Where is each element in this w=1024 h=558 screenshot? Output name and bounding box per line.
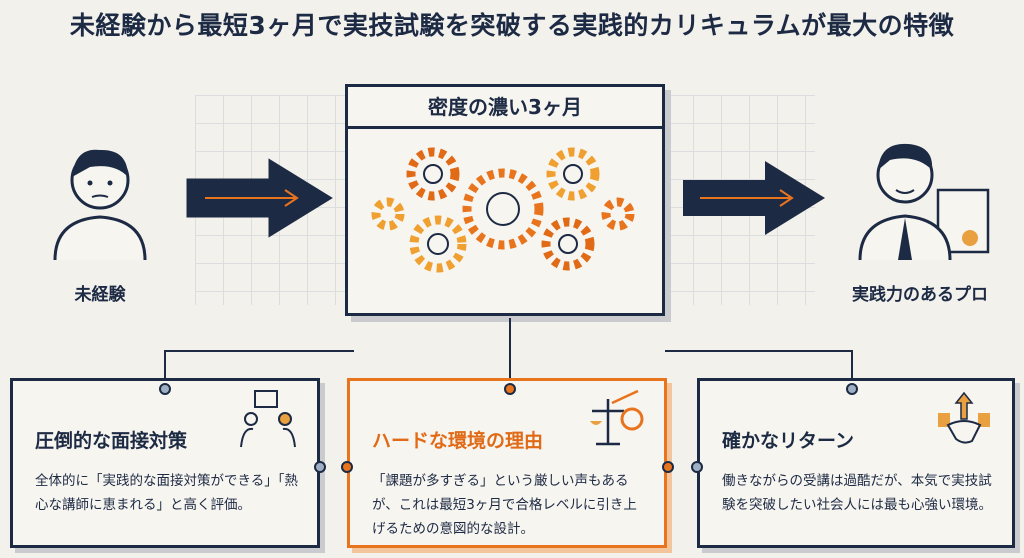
- card-title: ハードな環境の理由: [372, 430, 544, 452]
- connector-line: [164, 350, 354, 352]
- card-text: 「課題が多すぎる」という厳しい声もあるが、これは最短3ヶ月で合格レベルに引き上げ…: [372, 473, 637, 537]
- connector-node: [662, 461, 674, 473]
- interview-icon: [240, 390, 296, 448]
- connector-line: [164, 350, 166, 380]
- scale-clock-icon: [590, 389, 644, 446]
- arrow-right-icon: [186, 158, 333, 238]
- gears-icon: [371, 147, 635, 273]
- connector-node: [504, 383, 516, 395]
- card-title: 圧倒的な面接対策: [35, 430, 188, 452]
- card-title: 確かなリターン: [722, 430, 855, 452]
- card-interview: 圧倒的な面接対策 全体的に「実践的な面接対策ができる」「熱心な講師に恵まれる」と…: [10, 378, 320, 548]
- professional-with-certificate-icon: [858, 143, 990, 261]
- handshake-icon: [938, 391, 990, 444]
- connector-node: [341, 461, 353, 473]
- novice-person-icon: [53, 149, 147, 261]
- connector-line: [509, 318, 511, 380]
- page-title: 未経験から最短3ヶ月で実技試験を突破する実践的カリキュラムが最大の特徴: [69, 11, 955, 40]
- card-hard-environment: ハードな環境の理由 「課題が多すぎる」という厳しい声もあるが、これは最短3ヶ月で…: [347, 378, 667, 548]
- professional-label: 実践力のあるプロ: [852, 285, 988, 305]
- connector-line: [851, 350, 853, 380]
- novice-label: 未経験: [74, 285, 126, 305]
- connector-node: [314, 461, 326, 473]
- connector-node: [846, 383, 858, 395]
- panel-title: 密度の濃い3ヶ月: [348, 87, 662, 129]
- intensive-three-months-panel: 密度の濃い3ヶ月: [345, 84, 665, 316]
- connector-line: [665, 350, 853, 352]
- card-return: 確かなリターン 働きながらの受講は過酷だが、本気で実技試験を突破したい社会人には…: [697, 378, 1015, 548]
- card-text: 働きながらの受講は過酷だが、本気で実技試験を突破したい社会人には最も心強い環境。: [722, 473, 992, 513]
- arrow-right-icon: [683, 161, 825, 235]
- card-text: 全体的に「実践的な面接対策ができる」「熱心な講師に恵まれる」と高く評価。: [35, 473, 298, 513]
- connector-node: [159, 383, 171, 395]
- connector-node: [691, 461, 703, 473]
